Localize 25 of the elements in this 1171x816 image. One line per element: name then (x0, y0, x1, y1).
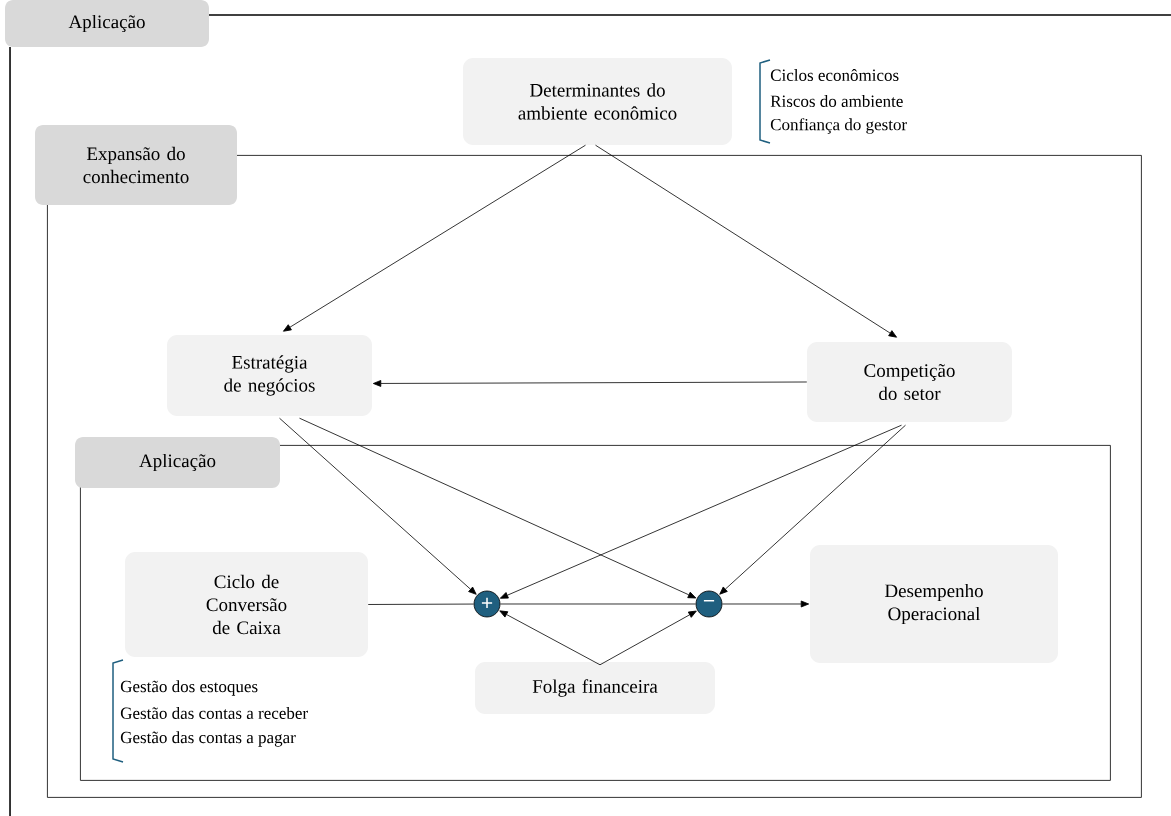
arrow (299, 417, 697, 599)
tab-label: Expansão do conhecimento (35, 125, 237, 205)
process-box: Desempenho Operacional (810, 545, 1058, 663)
process-box: Ciclo de Conversão de Caixa (125, 552, 368, 657)
tab-label: Aplicação (75, 437, 280, 488)
arrow (279, 417, 477, 595)
arrow (722, 600, 810, 608)
arrow (599, 610, 697, 666)
process-box: Determinantes do ambiente econômico (463, 58, 732, 145)
arrow (499, 610, 601, 666)
note-text: Ciclos econômicos (770, 69, 899, 81)
process-box: Competição do setor (807, 342, 1012, 422)
note-text: Gestão das contas a pagar (120, 731, 296, 747)
note-text: Riscos do ambiente (770, 95, 903, 107)
arrow (283, 144, 586, 332)
note-text: Gestão dos estoques (120, 680, 258, 696)
arrow (372, 380, 808, 387)
note-text: Gestão das contas a receber (120, 707, 308, 719)
arrow (499, 424, 902, 599)
arrow (595, 144, 897, 338)
tab-label: Aplicação (5, 0, 209, 47)
note-text: Confiança do gestor (770, 118, 907, 134)
process-box: Estratégia de negócios (167, 335, 372, 416)
process-box: Folga financeira (475, 662, 715, 714)
arrow (719, 424, 906, 595)
